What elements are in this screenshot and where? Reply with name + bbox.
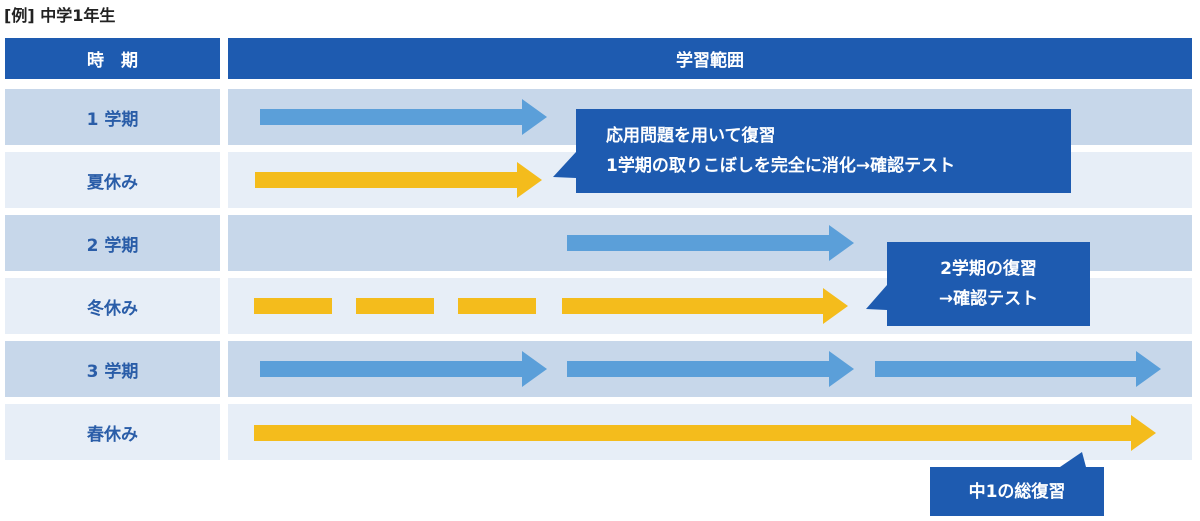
row-label-spring: 春休み [5, 404, 220, 460]
header-scope: 学習範囲 [228, 38, 1192, 79]
summer-callout: 応用問題を用いて復習 1学期の取りこぼしを完全に消化→確認テスト [576, 109, 1071, 193]
term2-arrow [567, 225, 854, 261]
term3-arrow-1 [260, 351, 547, 387]
row-label-term1: 1 学期 [5, 89, 220, 145]
winter-callout-line1: 2学期の復習 [940, 259, 1037, 279]
row-label-term2: 2 学期 [5, 215, 220, 271]
winter-callout: 2学期の復習 →確認テスト [887, 242, 1090, 326]
row-label-summer: 夏休み [5, 152, 220, 208]
summer-callout-line2: 1学期の取りこぼしを完全に消化→確認テスト [606, 156, 956, 176]
spring-callout: 中1の総復習 [930, 467, 1104, 516]
summer-callout-tail [553, 152, 576, 178]
row-label-winter: 冬休み [5, 278, 220, 334]
spring-arrow [254, 415, 1156, 451]
spring-callout-tail [1060, 452, 1086, 467]
term1-arrow [260, 99, 547, 135]
term3-arrow-2 [567, 351, 854, 387]
winter-arrow [562, 288, 848, 324]
winter-callout-tail [866, 285, 887, 310]
winter-dash-3 [458, 298, 536, 314]
winter-dash-1 [254, 298, 332, 314]
diagram-caption: [例] 中学1年生 [4, 6, 116, 25]
summer-arrow [255, 162, 542, 198]
winter-dash-2 [356, 298, 434, 314]
summer-callout-line1: 応用問題を用いて復習 [606, 126, 776, 146]
row-label-term3: 3 学期 [5, 341, 220, 397]
winter-callout-line2: →確認テスト [938, 289, 1039, 309]
header-period: 時 期 [5, 38, 220, 79]
spring-callout-line1: 中1の総復習 [968, 481, 1066, 502]
term3-arrow-3 [875, 351, 1161, 387]
